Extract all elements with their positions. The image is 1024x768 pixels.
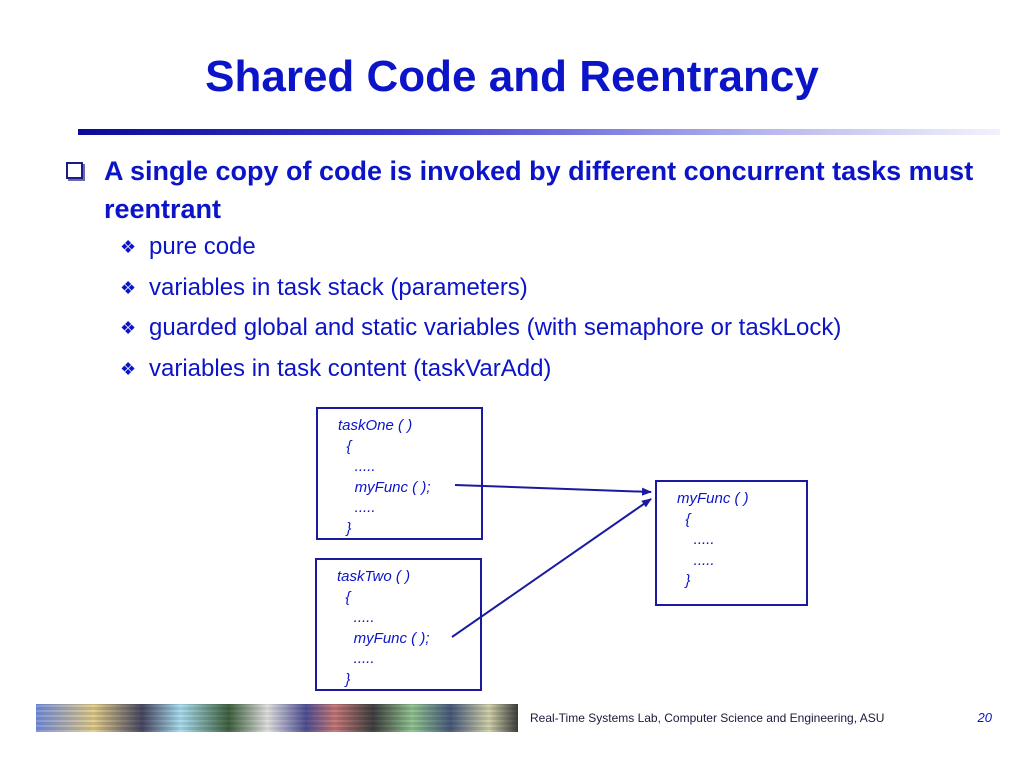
code-line: myFunc ( );: [338, 478, 431, 496]
task-two-code-box: taskTwo ( ) { ..... myFunc ( ); ..... }: [315, 558, 482, 691]
code-line: {: [677, 510, 691, 528]
code-line: {: [338, 437, 352, 455]
code-line: }: [677, 572, 691, 589]
code-line: myFunc ( ): [677, 490, 749, 507]
sub-bullet-text: variables in task stack (parameters): [149, 273, 528, 301]
sub-bullet: ❖ pure code: [120, 229, 841, 270]
circuit-board-banner-image: [36, 704, 518, 732]
my-func-code-box: myFunc ( ) { ..... ..... }: [655, 480, 808, 606]
sub-bullet: ❖ variables in task stack (parameters): [120, 270, 841, 311]
sub-bullet-text: variables in task content (taskVarAdd): [149, 354, 552, 382]
four-diamond-icon: ❖: [120, 277, 137, 298]
code-line: taskOne ( ): [338, 417, 413, 434]
code-line: myFunc ( );: [337, 629, 430, 647]
slide-title: Shared Code and Reentrancy: [205, 52, 819, 101]
main-bullet: A single copy of code is invoked by diff…: [66, 152, 986, 228]
task-one-code-box: taskOne ( ) { ..... myFunc ( ); ..... }: [316, 407, 483, 540]
task-two-call-arrow: [451, 498, 652, 638]
code-line: .....: [337, 609, 375, 626]
sub-bullet-text: pure code: [149, 233, 256, 260]
sub-bullet-list: ❖ pure code ❖ variables in task stack (p…: [120, 229, 841, 391]
code-line: .....: [338, 458, 376, 475]
code-line: .....: [337, 650, 375, 667]
page-number: 20: [977, 710, 992, 725]
four-diamond-icon: ❖: [120, 358, 137, 379]
sub-bullet: ❖ variables in task content (taskVarAdd): [120, 351, 841, 392]
title-underline-rule: [78, 129, 1000, 135]
sub-bullet-text: guarded global and static variables (wit…: [149, 314, 842, 341]
code-line: }: [337, 670, 351, 688]
code-line: .....: [677, 531, 715, 548]
task-one-call-arrow: [454, 484, 652, 496]
four-diamond-icon: ❖: [120, 237, 137, 257]
code-line: .....: [338, 499, 376, 516]
sub-bullet: ❖ guarded global and static variables (w…: [120, 310, 841, 351]
main-bullet-text: A single copy of code is invoked by diff…: [104, 156, 974, 224]
code-line: taskTwo ( ): [337, 568, 411, 585]
code-line: {: [337, 588, 351, 606]
code-line: }: [338, 519, 352, 537]
code-line: .....: [677, 551, 715, 569]
four-diamond-icon: ❖: [120, 318, 137, 338]
footer-credit: Real-Time Systems Lab, Computer Science …: [530, 711, 885, 725]
hollow-square-icon: [66, 162, 83, 179]
